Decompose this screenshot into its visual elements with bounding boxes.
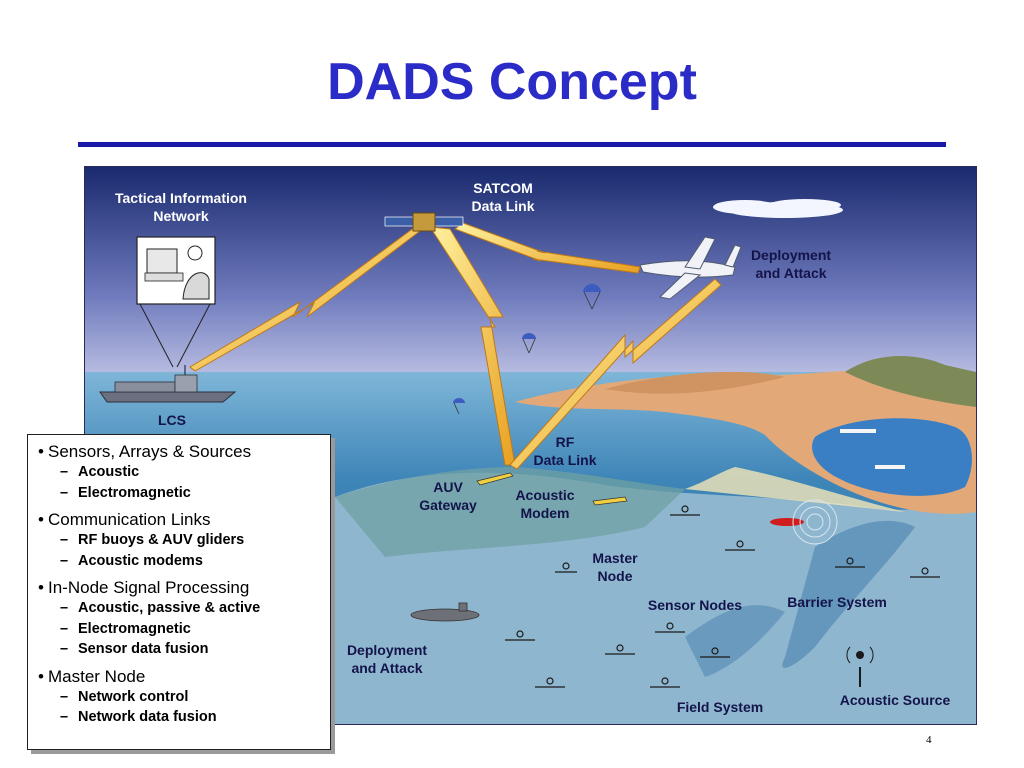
workstation-illustration <box>136 236 216 368</box>
sea-deployment-label: and Attack <box>351 660 422 676</box>
bullet-section: •Master Node –Network control –Network d… <box>38 666 217 726</box>
bullet-subitem: Electromagnetic <box>78 484 191 501</box>
satellite-icon <box>384 212 464 232</box>
cloud <box>713 199 843 218</box>
slide-title: DADS Concept <box>327 53 697 111</box>
bullet-subitem: Electromagnetic <box>78 620 191 637</box>
barrier-system-label: Barrier System <box>787 594 887 610</box>
bullet-subitem: Network control <box>78 688 189 705</box>
bullet-subitem: Sensor data fusion <box>78 641 209 657</box>
satcom-label: SATCOM <box>473 180 533 196</box>
auv-gateway-label: AUV <box>433 479 463 495</box>
sea-deployment-label: Deployment <box>347 642 427 658</box>
patrol-aircraft-icon <box>639 236 742 300</box>
rf-link-label: RF <box>556 434 575 450</box>
bullet-subitem: Acoustic modems <box>78 552 203 569</box>
sensor-node-icons <box>505 505 940 688</box>
bullet-section: •Communication Links –RF buoys & AUV gli… <box>38 510 245 569</box>
air-deployment-label: Deployment <box>751 247 831 263</box>
bullet-heading: Sensors, Arrays & Sources <box>48 442 252 461</box>
acoustic-modem-label: Modem <box>521 505 570 521</box>
acoustic-modem-label: Acoustic <box>515 487 574 503</box>
capabilities-bullet-box: •Sensors, Arrays & Sources –Acoustic –El… <box>27 434 331 750</box>
hills <box>845 355 976 407</box>
bullet-section: •In-Node Signal Processing –Acoustic, pa… <box>38 578 261 657</box>
sensor-nodes-label: Sensor Nodes <box>648 597 742 613</box>
tactical-network-label: Network <box>153 208 208 224</box>
lcs-label: LCS <box>158 412 186 428</box>
bay-ship <box>840 429 876 433</box>
page-number: 4 <box>926 734 932 746</box>
title-underline <box>78 142 946 147</box>
seabed-shelf <box>335 467 685 557</box>
bullet-heading: Communication Links <box>48 510 211 529</box>
bay-water <box>812 418 972 496</box>
auv-gateway-label: Gateway <box>419 497 477 513</box>
bullet-subitem: Acoustic, passive & active <box>78 600 261 616</box>
bullet-heading: Master Node <box>48 666 146 686</box>
bullet-subitem: Network data fusion <box>78 709 217 725</box>
seabed-ridge <box>782 520 915 668</box>
master-node-label: Node <box>598 568 633 584</box>
bay-ship <box>875 465 905 469</box>
auv-vehicle-icon <box>476 472 628 506</box>
air-deployment-label: and Attack <box>755 265 826 281</box>
rf-link-label: Data Link <box>533 452 596 468</box>
bullet-subitem: Acoustic <box>78 464 140 480</box>
parachute-icon <box>453 284 601 415</box>
acoustic-source-icon <box>846 646 874 687</box>
master-node-label: Master <box>592 550 638 566</box>
tactical-network-label: Tactical Information <box>115 190 247 206</box>
satcom-link-bolts <box>189 222 722 470</box>
red-auv-icon <box>770 499 838 545</box>
submarine-icon <box>410 602 480 622</box>
field-system-label: Field System <box>677 699 763 715</box>
bullet-heading: In-Node Signal Processing <box>48 578 250 597</box>
bullet-section: •Sensors, Arrays & Sources –Acoustic –El… <box>38 442 252 501</box>
satcom-label: Data Link <box>471 198 534 214</box>
bullet-subitem: RF buoys & AUV gliders <box>78 532 245 548</box>
acoustic-source-label: Acoustic Source <box>840 692 951 708</box>
lcs-ship-icon <box>99 365 237 403</box>
